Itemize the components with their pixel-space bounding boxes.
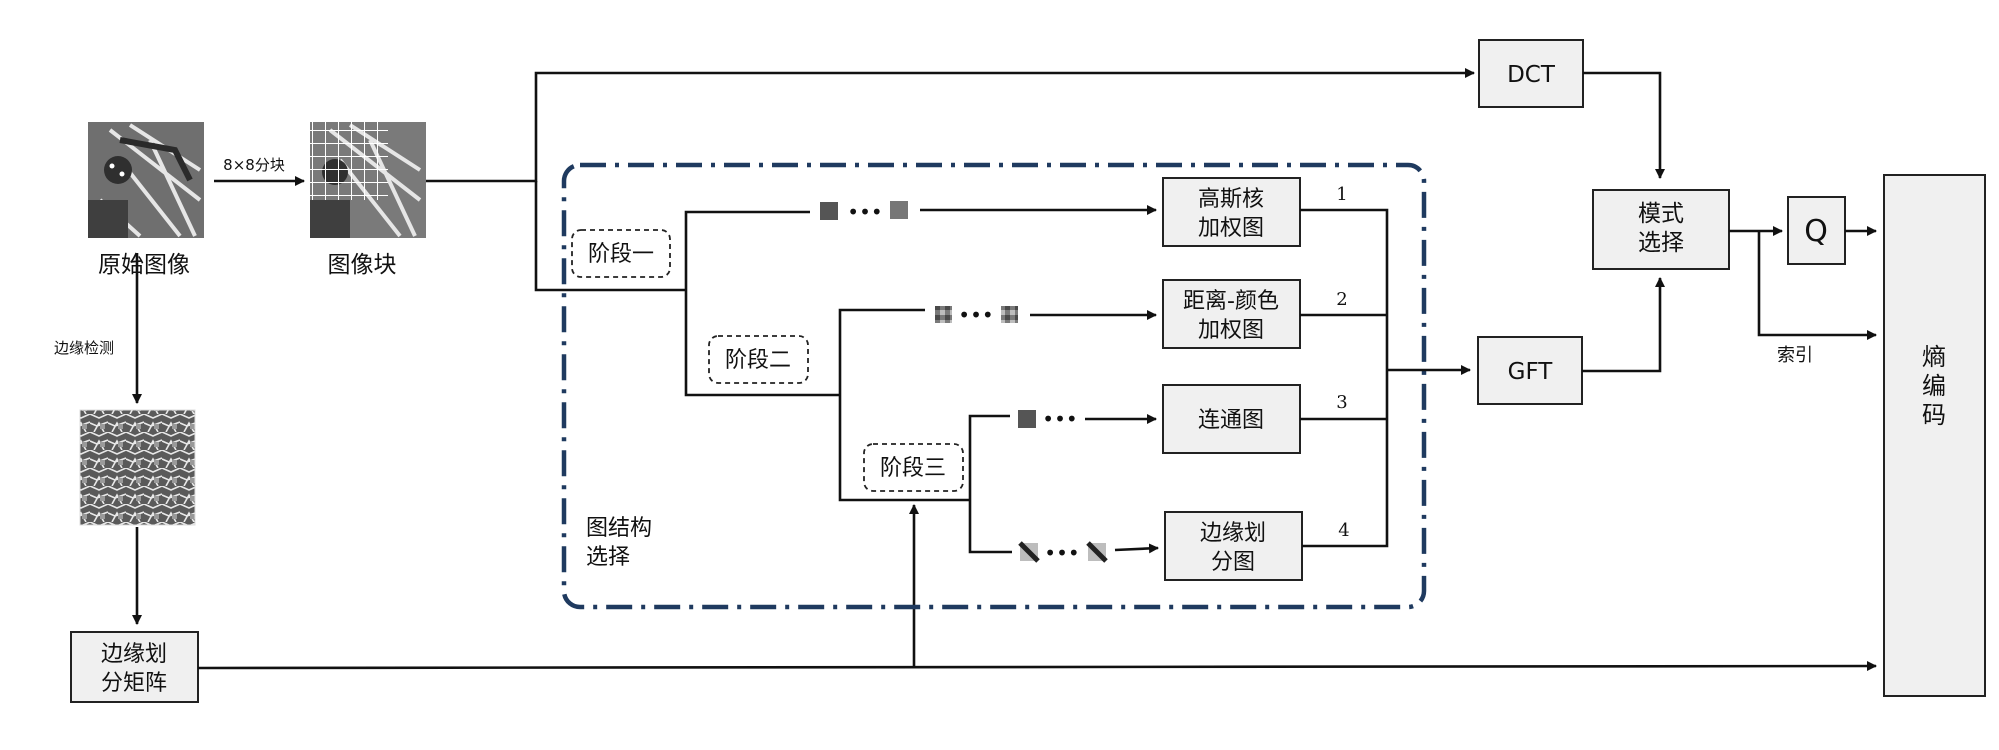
graph-select-line1: 图结构 — [586, 516, 652, 541]
dct-label: DCT — [1507, 62, 1556, 88]
branch-number-4: 4 — [1338, 520, 1349, 541]
distcolor-line1: 距离-颜色 — [1183, 289, 1279, 314]
connected-label: 连通图 — [1198, 408, 1264, 433]
graph-selection-region — [561, 162, 1427, 610]
stage2-trunk-wire — [684, 290, 840, 397]
index-arrow — [1757, 231, 1877, 340]
edgepart-line1: 边缘划 — [1200, 521, 1266, 546]
edge-matrix-line1: 边缘划 — [101, 642, 167, 667]
edge-map-thumbnail — [79, 409, 196, 526]
distcolor-line2: 加权图 — [1198, 318, 1264, 343]
gft-to-mode-arrow — [1582, 277, 1665, 373]
image-block-thumbnail — [310, 122, 426, 238]
entropy-char2: 编 — [1922, 372, 1946, 400]
entropy-char3: 码 — [1922, 401, 1946, 429]
edgepart-line2: 分图 — [1211, 550, 1255, 575]
index-label: 索引 — [1777, 345, 1813, 366]
block-icon — [1018, 541, 1040, 563]
gaussian-box — [1162, 177, 1301, 247]
quantizer-label: Q — [1804, 214, 1828, 249]
stage1-box — [571, 229, 671, 278]
stage1-label: 阶段一 — [588, 242, 654, 267]
gaussian-line1: 高斯核 — [1198, 187, 1264, 212]
gaussian-line2: 加权图 — [1198, 216, 1264, 241]
stage2-box — [708, 335, 809, 384]
image-block-label: 图像块 — [328, 252, 397, 278]
original-image-label: 原始图像 — [98, 252, 190, 278]
block-icon — [935, 306, 952, 323]
stage3-upper-wire — [968, 414, 1010, 500]
stage3-trunk-wire — [838, 395, 970, 502]
stage3-box — [863, 443, 964, 492]
edge-matrix-line2: 分矩阵 — [101, 671, 167, 696]
dots-4: ••• — [1044, 541, 1079, 565]
block-icon — [1086, 541, 1108, 563]
distcolor-box — [1162, 279, 1301, 349]
mode-select-line1: 模式 — [1638, 201, 1684, 227]
stage2-label: 阶段二 — [725, 348, 791, 373]
branch-number-2: 2 — [1336, 289, 1347, 310]
stage1-wire — [684, 210, 810, 290]
block-icon — [1001, 306, 1018, 323]
block-to-dct-arrow — [426, 68, 1475, 183]
block-to-graph-wire — [534, 181, 686, 292]
dots-3: ••• — [1042, 407, 1077, 431]
to-edgepart-arrow — [1114, 543, 1159, 554]
block-icon — [1018, 410, 1036, 428]
block-icon — [820, 202, 838, 220]
mode-select-line2: 选择 — [1638, 230, 1684, 256]
stage3-lower-wire — [968, 500, 1012, 554]
mode-select-box — [1592, 189, 1730, 270]
block-split-label: 8×8分块 — [223, 156, 285, 174]
edgepart-box — [1164, 511, 1303, 581]
gft-label: GFT — [1508, 359, 1554, 385]
branch-number-3: 3 — [1336, 392, 1347, 413]
dots-1: ••• — [847, 200, 882, 224]
edge-matrix-to-entropy-arrow — [197, 661, 1877, 672]
edge-detect-label: 边缘检测 — [54, 339, 114, 357]
quantizer-box — [1787, 196, 1846, 265]
connected-box — [1162, 384, 1301, 454]
dots-2: ••• — [958, 303, 993, 327]
block-icon — [890, 201, 908, 219]
stage2-upper-wire — [838, 308, 925, 395]
entropy-char1: 熵 — [1922, 343, 1946, 371]
edge-matrix-box — [70, 631, 199, 703]
graph-select-line2: 选择 — [586, 545, 630, 570]
original-image-thumbnail — [88, 122, 204, 238]
stage3-label: 阶段三 — [880, 456, 946, 481]
entropy-coding-box — [1883, 174, 1986, 697]
dct-to-mode-arrow — [1583, 71, 1665, 179]
graph-output-bus — [1300, 208, 1389, 548]
branch-number-1: 1 — [1336, 184, 1347, 205]
